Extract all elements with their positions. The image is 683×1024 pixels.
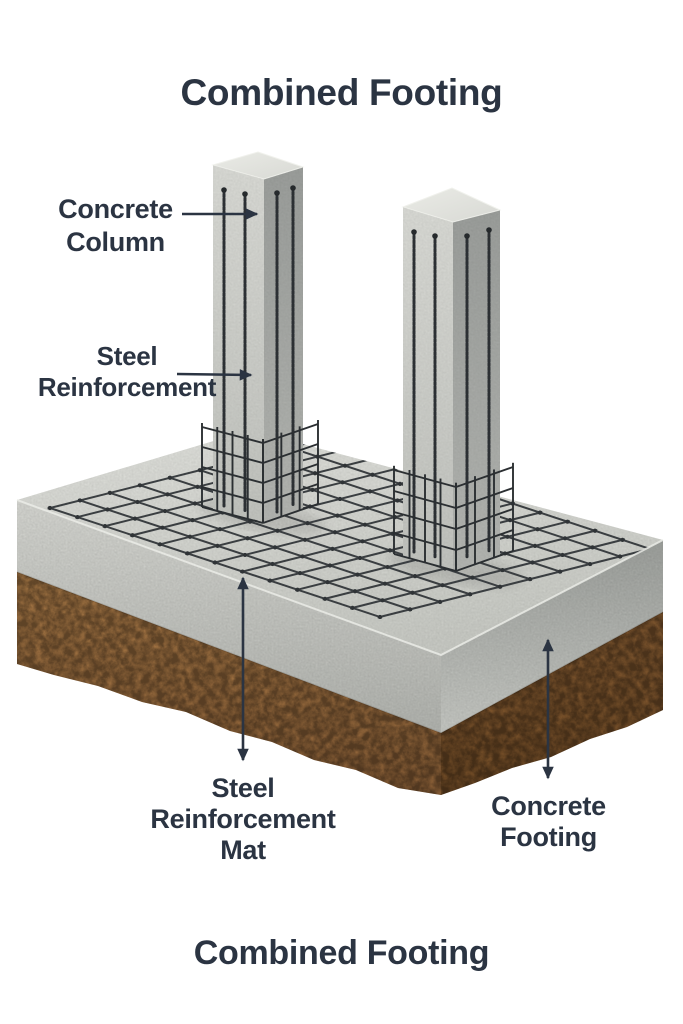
label-line: Reinforcement xyxy=(150,804,336,834)
label-line: Column xyxy=(66,227,165,257)
label-line: Mat xyxy=(220,835,266,865)
footing-concrete-right-face xyxy=(441,540,663,733)
label-line: Reinforcement xyxy=(37,372,217,402)
label-concrete-column: Concrete Column xyxy=(33,193,198,259)
page-title: Combined Footing xyxy=(180,72,503,113)
footing-top-face xyxy=(17,430,663,655)
footing-concrete-left-face xyxy=(17,500,441,733)
label-concrete-footing: Concrete Footing xyxy=(446,791,651,853)
left-concrete-column xyxy=(211,151,305,522)
concrete-soil-boundary xyxy=(16,571,664,734)
footing-top-edge-highlight xyxy=(16,499,664,657)
right-concrete-column xyxy=(401,187,502,570)
footer-title: Combined Footing xyxy=(193,934,490,972)
left-column-rebar-cage xyxy=(202,420,318,523)
right-column-rebar-cage xyxy=(394,463,513,571)
label-steel-reinforcement-mat: Steel Reinforcement Mat xyxy=(138,773,348,866)
label-arrows xyxy=(176,208,554,780)
soil-left-face xyxy=(17,572,441,795)
steel-reinforcement-arrow-icon xyxy=(176,369,253,381)
label-line: Steel xyxy=(211,773,275,803)
label-steel-reinforcement: Steel Reinforcement xyxy=(22,341,232,403)
label-line: Steel xyxy=(96,341,158,371)
label-line: Footing xyxy=(500,822,597,852)
label-line: Concrete xyxy=(491,791,606,821)
right-column-grain xyxy=(403,207,500,570)
label-line: Concrete xyxy=(58,194,173,224)
